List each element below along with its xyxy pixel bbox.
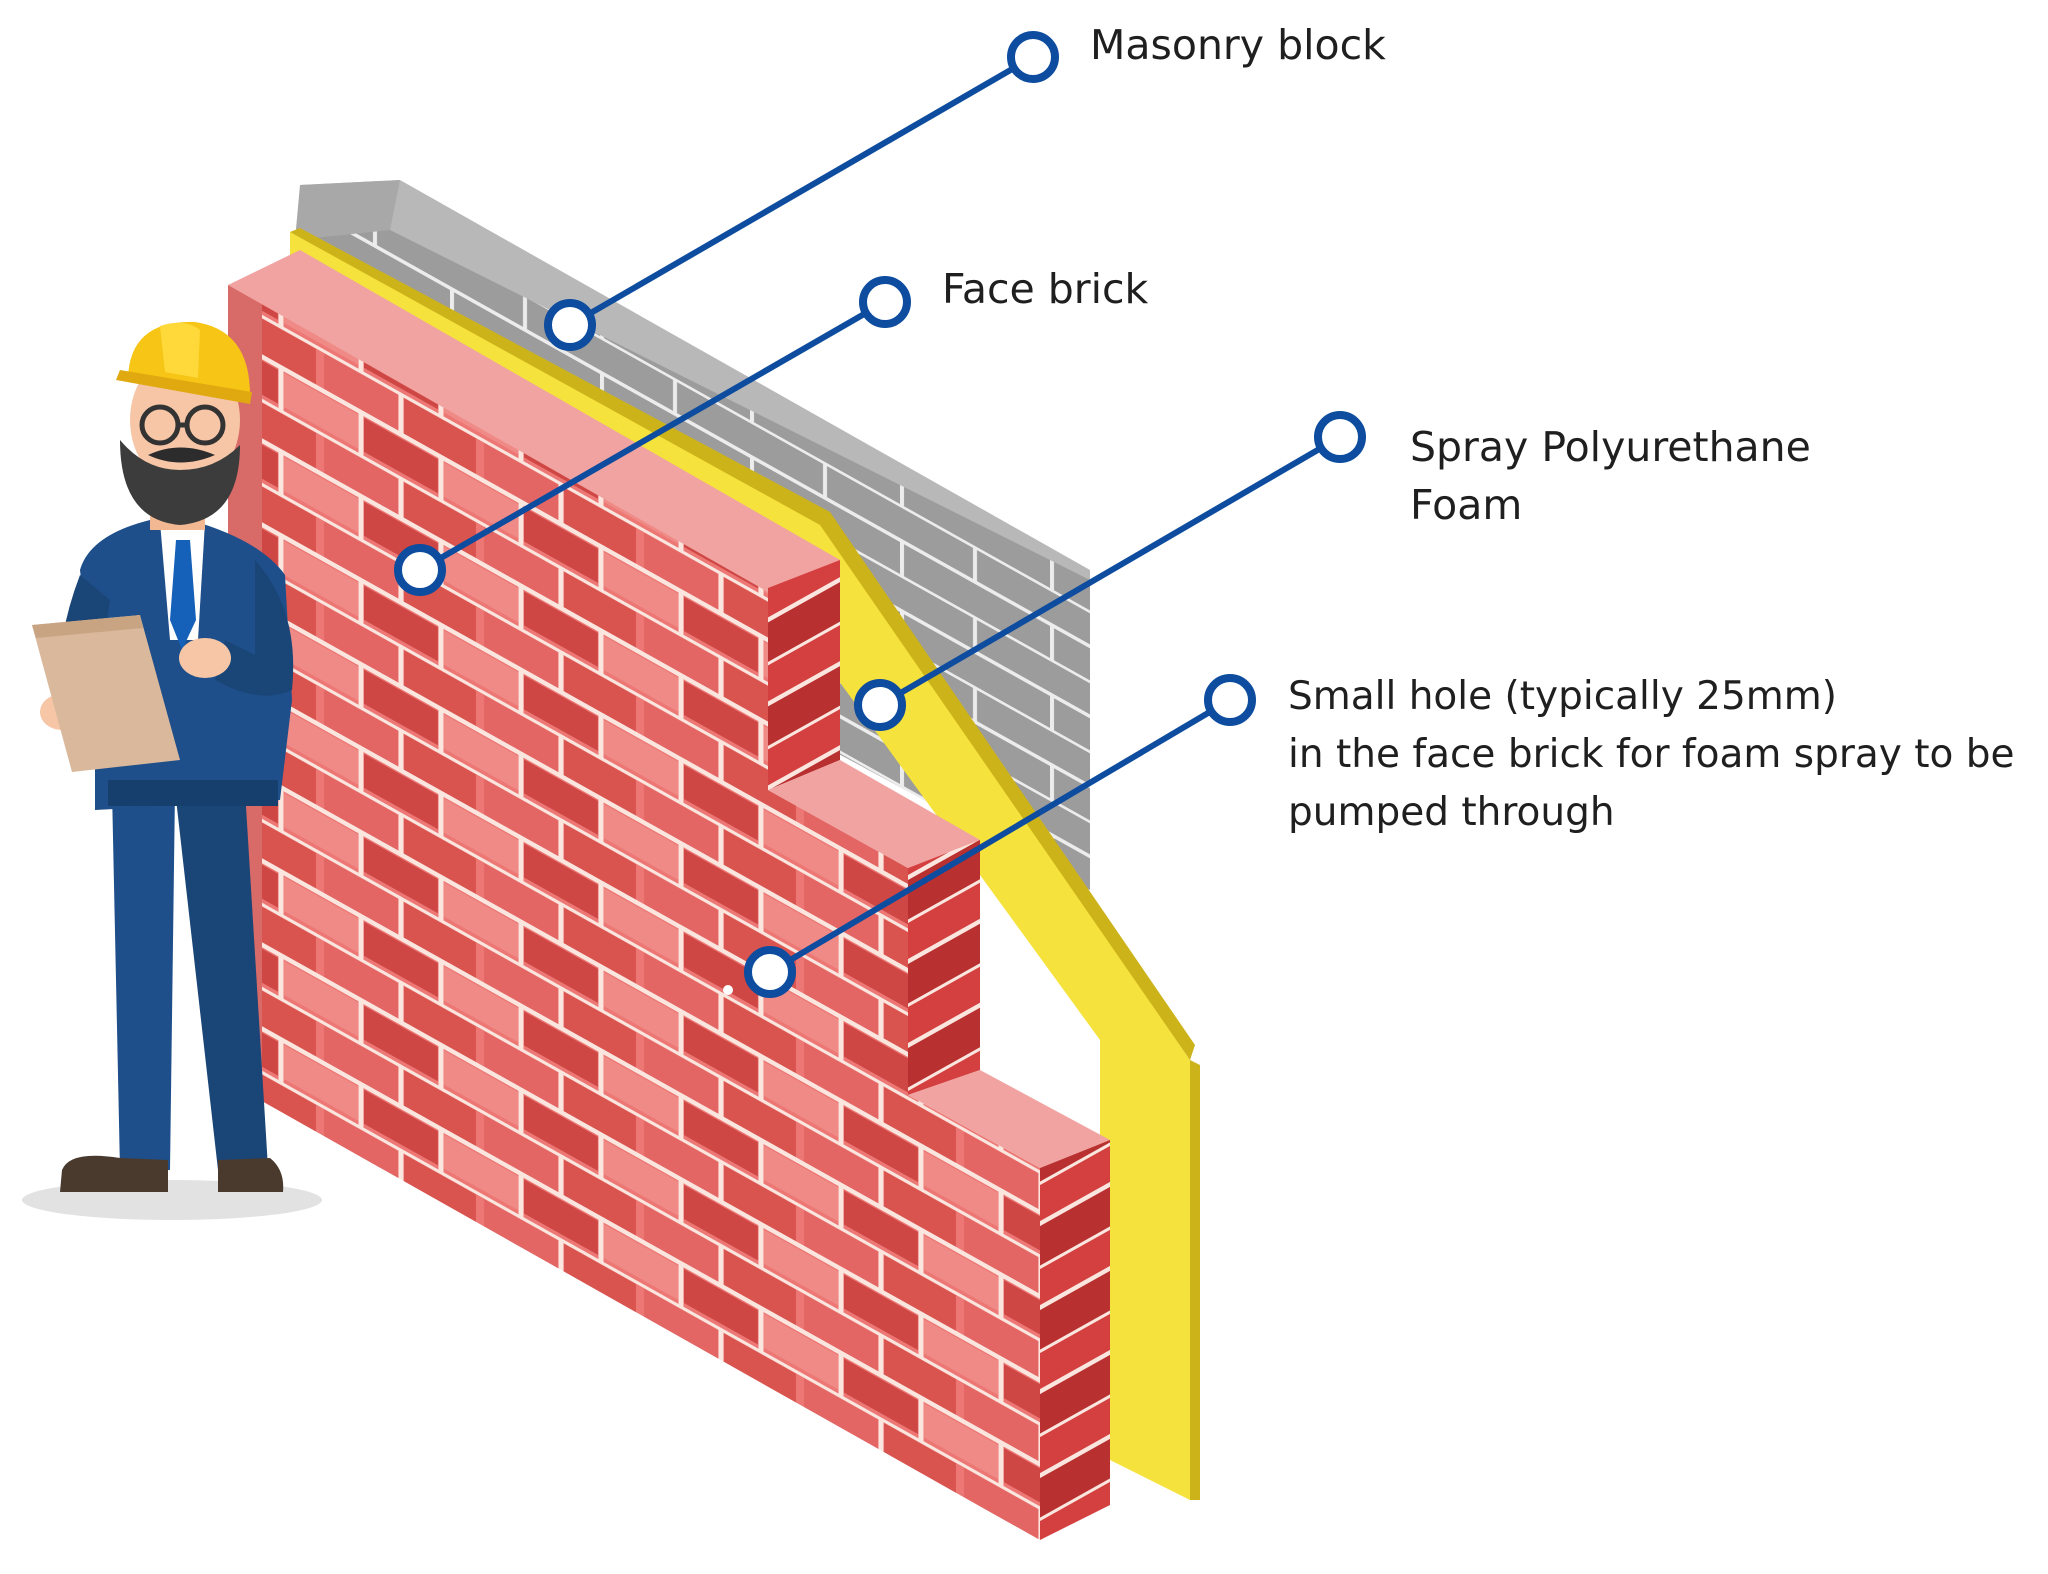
hard-hat-icon bbox=[116, 321, 252, 404]
clipboard-icon bbox=[32, 615, 180, 772]
label-small-hole-line-1: Small hole (typically 25mm) bbox=[1288, 674, 1838, 719]
callout-face-brick bbox=[394, 276, 911, 596]
label-small-hole-line-3: pumped through bbox=[1288, 790, 1615, 835]
foam-injection-hole bbox=[723, 985, 733, 995]
label-masonry-block: Masonry block bbox=[1090, 16, 1386, 74]
label-masonry-block-text: Masonry block bbox=[1090, 21, 1386, 69]
label-spray-foam-line-2: Foam bbox=[1410, 481, 1523, 529]
face-brick-layer bbox=[228, 250, 1110, 1540]
callout-spray-foam bbox=[854, 411, 1366, 731]
label-face-brick: Face brick bbox=[942, 260, 1148, 318]
label-face-brick-text: Face brick bbox=[942, 265, 1149, 313]
label-spray-foam: Spray Polyurethane Foam bbox=[1410, 418, 1811, 534]
label-small-hole-line-2: in the face brick for foam spray to be bbox=[1288, 732, 2015, 777]
callout-masonry-block bbox=[544, 31, 1059, 351]
worker-figure bbox=[22, 321, 322, 1220]
label-spray-foam-line-1: Spray Polyurethane bbox=[1410, 423, 1811, 471]
label-small-hole: Small hole (typically 25mm) in the face … bbox=[1288, 668, 2015, 842]
callout-small-hole bbox=[744, 674, 1256, 998]
